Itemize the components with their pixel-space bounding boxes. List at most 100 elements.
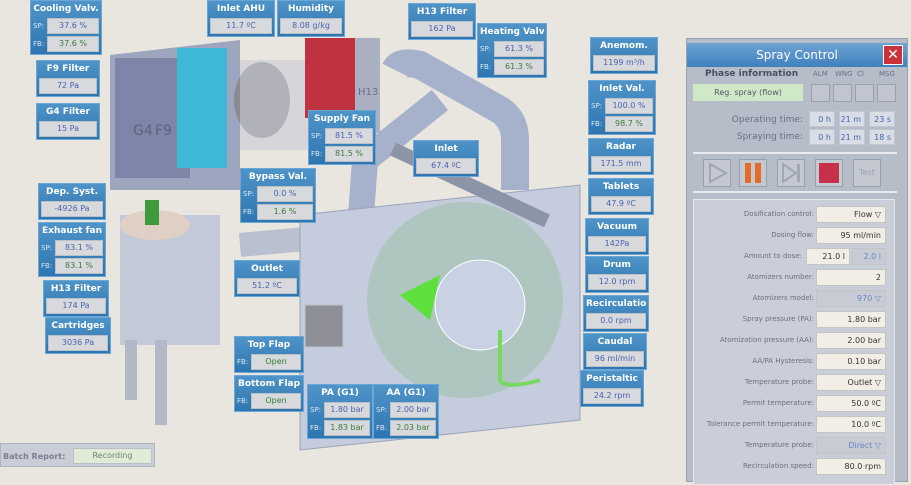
pause-button[interactable] — [739, 159, 767, 187]
outlet-value: 51.2 ºC — [237, 278, 297, 294]
bottom-flap-fb-value: Open — [251, 393, 301, 409]
radar-value: 171.5 mm — [591, 156, 651, 172]
test-button[interactable]: Test — [853, 159, 881, 187]
drum-value: 12.0 rpm — [588, 274, 646, 290]
g4-label: G4 — [133, 123, 153, 139]
divider — [693, 191, 897, 193]
cooling-valve-fb-row: FB:37.6 % — [33, 36, 99, 52]
field-value[interactable]: 21.0 l — [806, 248, 850, 265]
operating-time-label: Operating time: — [731, 115, 803, 125]
field-value[interactable]: Flow ▽ — [816, 206, 886, 223]
indicator-label-msg: MSG — [879, 70, 895, 78]
play-button[interactable] — [703, 159, 731, 187]
f9-filter-value: 72 Pa — [39, 78, 97, 94]
aa-g1-fb-value: 2.03 bar — [390, 420, 436, 436]
spray-control-title: Spray Control — [687, 43, 907, 67]
recirculation-value: 0.0 rpm — [586, 313, 646, 329]
humidity-value: 8.08 g/kg — [280, 18, 342, 34]
spraying-time-0: 0 h — [809, 129, 835, 145]
sp-label: SP: — [376, 406, 388, 414]
cooling-coil — [177, 48, 227, 168]
heating-valve-sp-row: SP:61.3 % — [480, 41, 544, 57]
tag-anemom[interactable]: Anemom.1199 m³/h — [590, 37, 658, 74]
field-label: Dosification control: — [743, 210, 814, 218]
supply-fan-fb-value: 81.5 % — [325, 146, 373, 162]
field-label: AA/PA Hysteresis: — [752, 357, 814, 365]
field-label: Amount to dose: — [743, 252, 802, 260]
settings-area: Dosification control:Flow ▽Dosing flow:9… — [693, 199, 895, 485]
hmi-screen — [304, 304, 344, 348]
field-label: Atomizers model: — [752, 294, 814, 302]
field-value[interactable]: Direct ▽ — [816, 437, 886, 454]
cooling-valve-title: Cooling Valv. — [33, 4, 99, 14]
batch-report: Batch Report:Recording — [0, 443, 155, 467]
close-button[interactable]: ✕ — [883, 45, 903, 65]
field-value[interactable]: 95 ml/min — [816, 227, 886, 244]
bottom-flap-fb-row: FB:Open — [237, 393, 301, 409]
g4-filter-value: 15 Pa — [39, 121, 97, 137]
tag-dep-syst[interactable]: Dep. Syst.-4926 Pa — [38, 183, 106, 220]
field-value[interactable]: 10.0 ºC — [816, 416, 886, 433]
field-value[interactable]: 2.00 bar — [816, 332, 886, 349]
pa-g1-fb-row: FB:1.83 bar — [310, 420, 370, 436]
spray-guns — [400, 275, 440, 320]
field-value[interactable]: 970 ▽ — [816, 290, 886, 307]
cooling-valve-sp-row: SP:37.6 % — [33, 18, 99, 34]
g4-filter-title: G4 Filter — [46, 107, 90, 117]
field-label: Temperature probe: — [744, 441, 814, 449]
field-value[interactable]: 1.80 bar — [816, 311, 886, 328]
tag-recirculation[interactable]: Recirculation0.0 rpm — [583, 295, 649, 332]
dep-syst-title: Dep. Syst. — [46, 187, 98, 197]
fb-label: FB: — [41, 262, 53, 270]
field-value-secondary[interactable]: 2.0 l — [852, 248, 886, 265]
aa-g1-sp-value: 2.00 bar — [390, 402, 436, 418]
recirculation-row: 0.0 rpm — [586, 313, 646, 329]
inlet-row: 67.4 ºC — [416, 158, 476, 174]
step-button[interactable] — [777, 159, 805, 187]
bypass-valve-sp-value: 0.0 % — [257, 186, 313, 202]
tag-inlet-valve[interactable]: Inlet Val.SP:100.0 %FB:98.7 % — [588, 80, 656, 135]
stop-button[interactable] — [815, 159, 843, 187]
sp-label: SP: — [243, 190, 255, 198]
supply-fan-title: Supply Fan — [314, 114, 370, 124]
inlet-ahu-row: 11.7 ºC — [210, 18, 272, 34]
tag-heating-valve[interactable]: Heating Valv.SP:61.3 %FB:61.3 % — [477, 23, 547, 78]
tag-bypass-valve[interactable]: Bypass Val.SP:0.0 %FB:1.6 % — [240, 168, 316, 223]
indicator-label-wng: WNG — [835, 70, 853, 78]
field-value[interactable]: 50.0 ºC — [816, 395, 886, 412]
field-value[interactable]: 0.10 bar — [816, 353, 886, 370]
h13-filter-left-value: 174 Pa — [46, 298, 106, 314]
phase-value: Reg. spray (flow) — [693, 84, 803, 101]
bypass-valve-fb-value: 1.6 % — [257, 204, 313, 220]
aa-g1-fb-row: FB:2.03 bar — [376, 420, 436, 436]
sp-label: SP: — [311, 132, 323, 140]
field-value[interactable]: Outlet ▽ — [816, 374, 886, 391]
field-label: Tolerance permit temperature: — [706, 420, 814, 428]
fb-label: FB: — [376, 424, 388, 432]
tag-g4-filter[interactable]: G4 Filter 15 Pa — [36, 103, 100, 140]
field-value[interactable]: 2 — [816, 269, 886, 286]
field-value[interactable]: 80.0 rpm — [816, 458, 886, 475]
inlet-ahu-value: 11.7 ºC — [210, 18, 272, 34]
tag-cooling-valve[interactable]: Cooling Valv. SP:37.6 % FB:37.6 % — [30, 0, 102, 55]
